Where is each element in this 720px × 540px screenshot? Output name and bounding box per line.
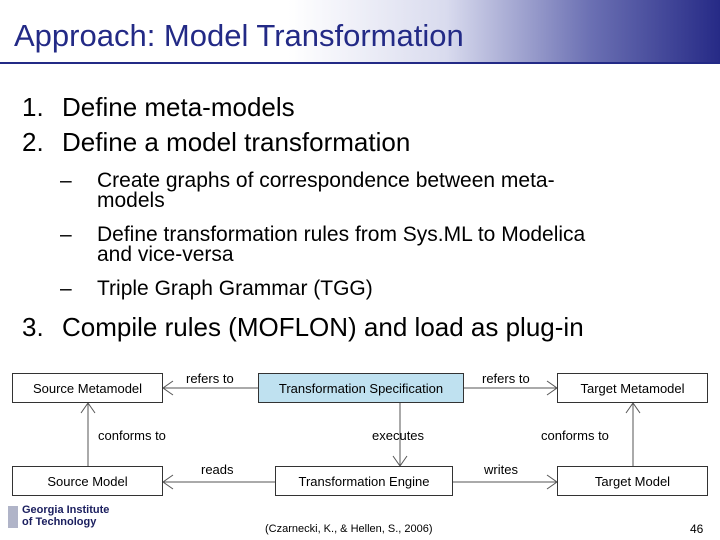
title-bar <box>0 0 720 62</box>
writes-label: writes <box>484 462 518 477</box>
logo-text-line1: Georgia Institute <box>22 504 110 516</box>
reads-label: reads <box>201 462 234 477</box>
source-metamodel-box: Source Metamodel <box>12 373 163 403</box>
sub-text-line2: and vice-versa <box>97 243 234 266</box>
conforms-to-right-arrowhead <box>625 402 641 414</box>
list-number: 3. <box>22 312 44 342</box>
dash: – <box>60 277 72 300</box>
list-text: Define a model transformation <box>62 127 411 157</box>
list-text: Define meta-models <box>62 92 295 122</box>
citation: (Czarnecki, K., & Hellen, S., 2006) <box>265 523 433 535</box>
target-metamodel-box: Target Metamodel <box>557 373 708 403</box>
conforms-to-right-label: conforms to <box>541 428 609 443</box>
target-model-box: Target Model <box>557 466 708 496</box>
refers-to-right-label: refers to <box>482 371 530 386</box>
list-number: 1. <box>22 92 44 122</box>
executes-label: executes <box>372 428 425 443</box>
refers-to-left-arrowhead <box>162 380 174 396</box>
dash: – <box>60 223 72 246</box>
sub-text-line1: Define transformation rules from Sys.ML … <box>97 223 586 246</box>
source-model-box: Source Model <box>12 466 163 496</box>
dash: – <box>60 169 72 192</box>
logo-mark-icon <box>8 506 18 528</box>
sub-text-line1: Triple Graph Grammar (TGG) <box>97 277 373 300</box>
list-text: Compile rules (MOFLON) and load as plug-… <box>62 312 584 342</box>
sub-text-line2: models <box>97 189 165 212</box>
list-number: 2. <box>22 127 44 157</box>
title-divider <box>0 62 720 64</box>
sub-text-line1: Create graphs of correspondence between … <box>97 169 555 192</box>
refers-to-left-label: refers to <box>186 371 234 386</box>
page-number: 46 <box>690 522 704 536</box>
transformation-spec-box: Transformation Specification <box>258 373 464 403</box>
conforms-to-left-label: conforms to <box>98 428 166 443</box>
reads-arrowhead <box>162 474 174 490</box>
conforms-to-left-arrowhead <box>80 402 96 414</box>
transformation-engine-box: Transformation Engine <box>275 466 453 496</box>
slide-title: Approach: Model Transformation <box>14 18 464 53</box>
georgia-tech-logo: Georgia Institute of Technology <box>8 504 123 530</box>
logo-text-line2: of Technology <box>22 516 97 528</box>
